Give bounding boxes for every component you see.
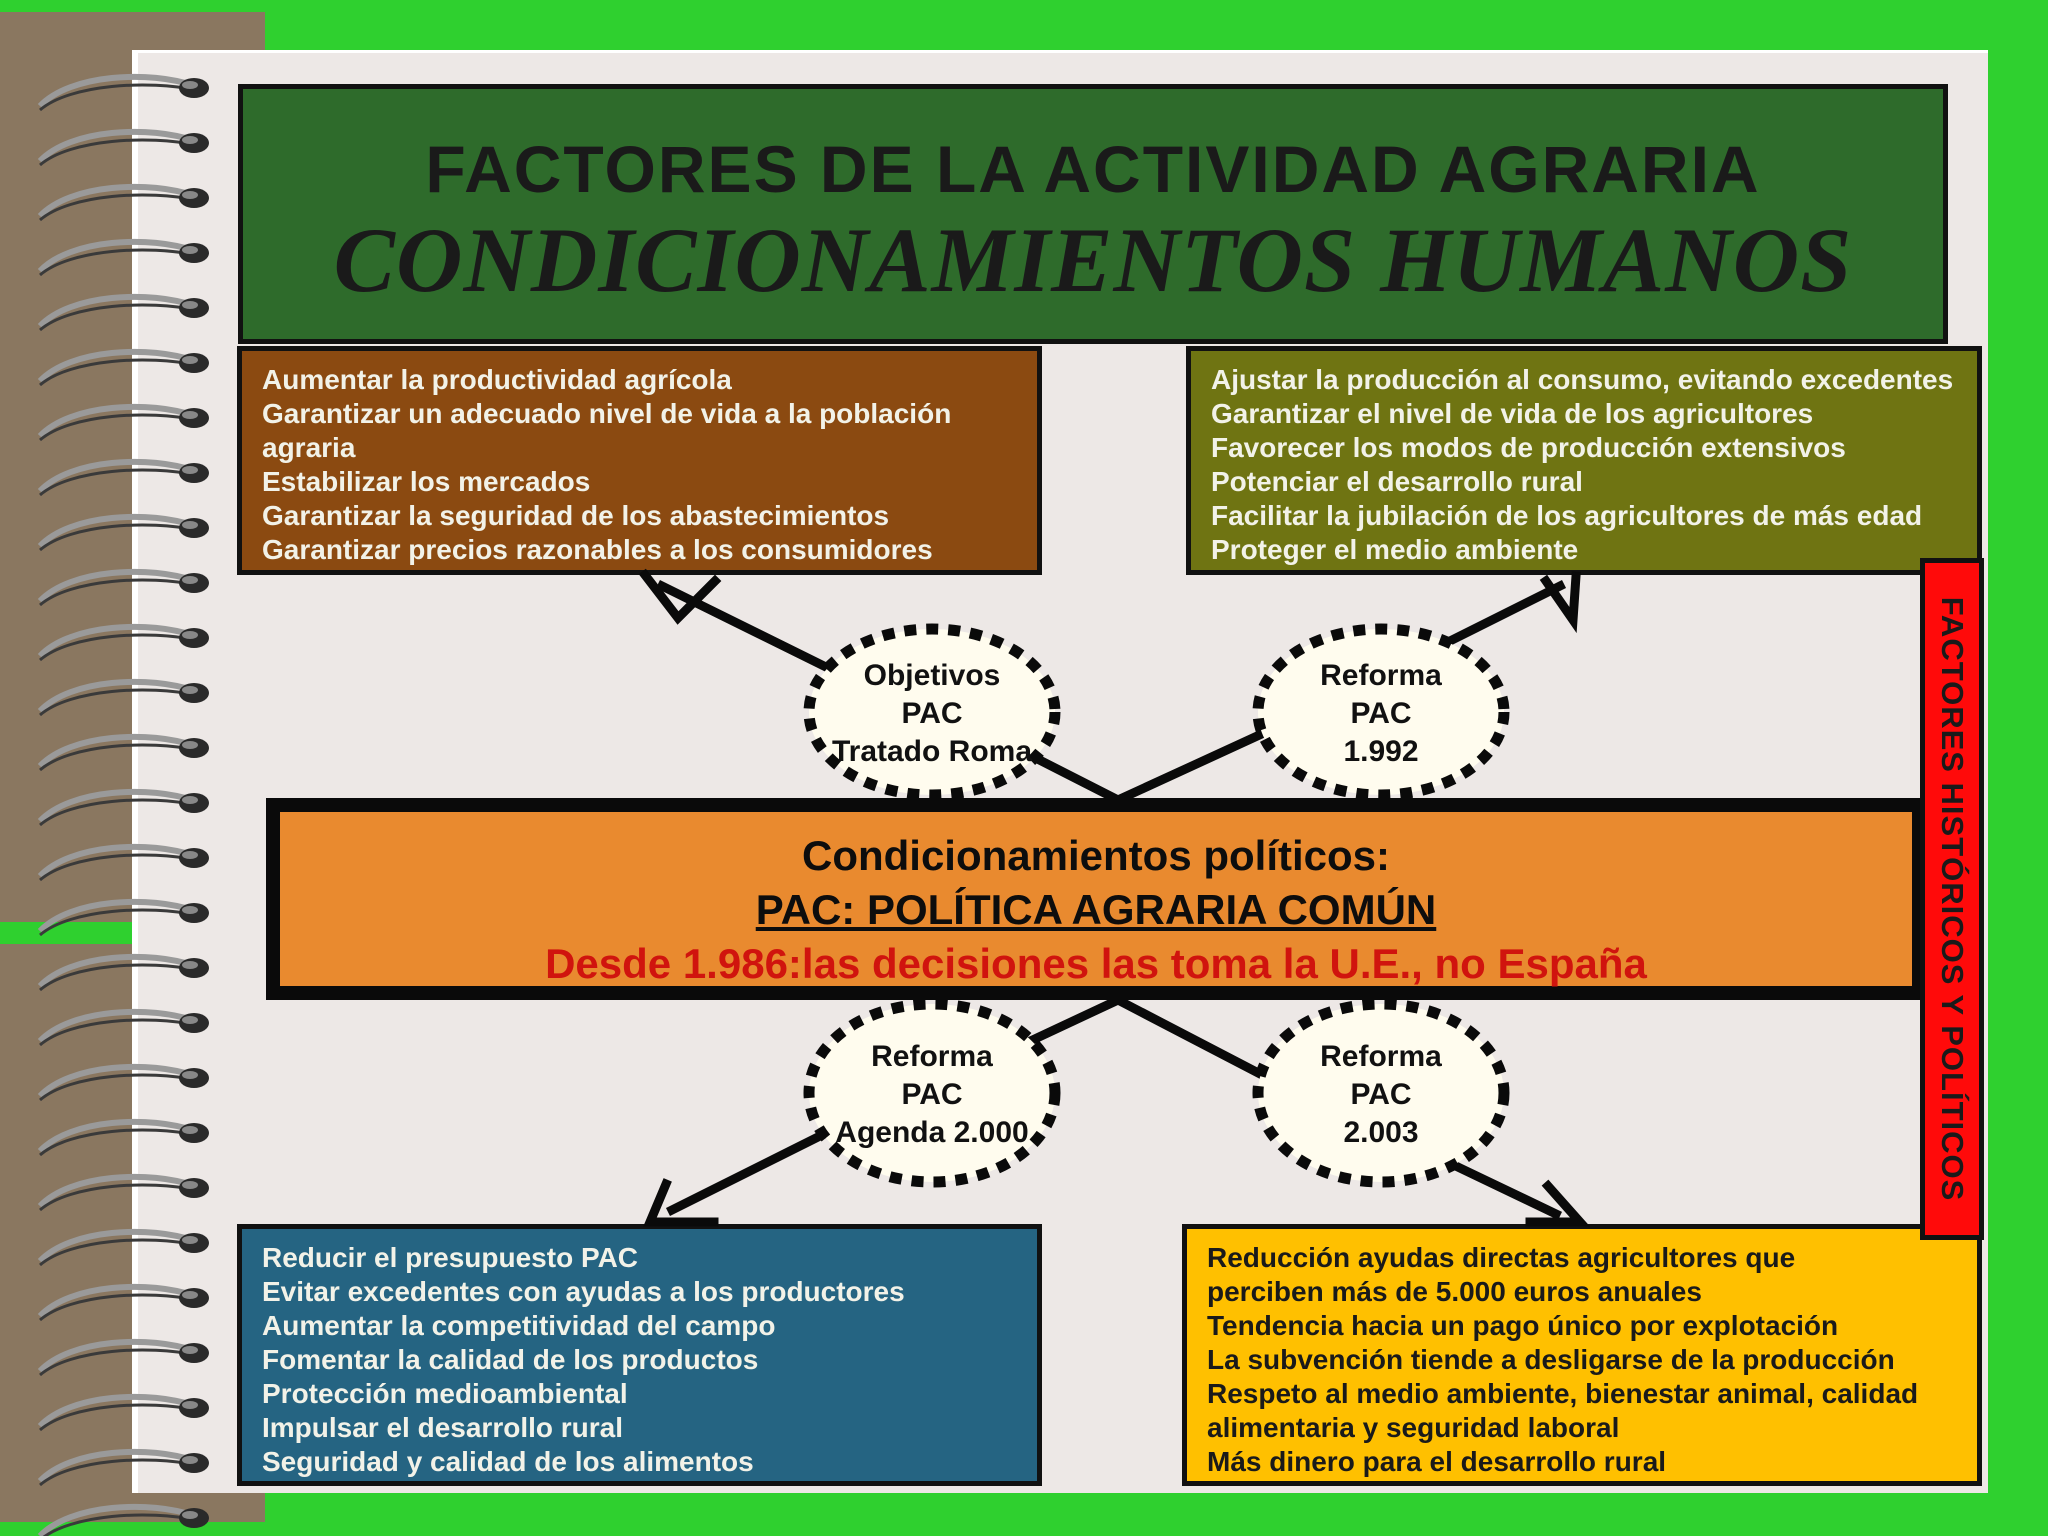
reforma-2003-item: Más dinero para el desarrollo rural <box>1207 1446 1667 1477</box>
objetivo-item: Garantizar un adecuado nivel de vida a l… <box>262 398 952 429</box>
reforma-2003-item: Tendencia hacia un pago único por explot… <box>1207 1310 1839 1341</box>
spiral-ring <box>37 513 209 552</box>
spiral-ring <box>37 953 209 992</box>
spiral-ring <box>37 238 209 277</box>
spiral-ring <box>37 73 209 112</box>
reforma-2003-item: Reducción ayudas directas agricultores q… <box>1207 1242 1796 1273</box>
agenda-2000-item: Aumentar la competitividad del campo <box>262 1310 776 1341</box>
node-line: Agenda 2.000 <box>835 1116 1029 1149</box>
reforma-1992-item: Potenciar el desarrollo rural <box>1211 466 1583 497</box>
node-objetivos-pac: Objetivos PAC Tratado Roma <box>810 657 1054 771</box>
spiral-ring <box>37 1393 209 1432</box>
objetivo-item: Estabilizar los mercados <box>262 466 591 497</box>
side-label-box: FACTORES HISTÓRICOS Y POLÍTICOS <box>1920 558 1984 1240</box>
reforma-1992-item: Favorecer los modos de producción extens… <box>1211 432 1846 463</box>
agenda-2000-item: Seguridad y calidad de los alimentos <box>262 1446 754 1477</box>
node-line: Reforma <box>1320 1040 1442 1073</box>
reforma-1992-box: Ajustar la producción al consumo, evitan… <box>1186 346 1982 575</box>
node-line: PAC <box>1350 697 1412 730</box>
node-line: Reforma <box>1320 659 1442 692</box>
reforma-1992-item: Ajustar la producción al consumo, evitan… <box>1211 364 1954 395</box>
spiral-ring <box>37 1118 209 1157</box>
central-heading: Condicionamientos políticos: <box>801 832 1391 879</box>
agenda-2000-item: Fomentar la calidad de los productos <box>262 1344 759 1375</box>
agenda-2000-item: Reducir el presupuesto PAC <box>262 1242 639 1273</box>
spiral-ring <box>37 183 209 222</box>
spiral-ring <box>37 898 209 937</box>
reforma-2003-item: perciben más de 5.000 euros anuales <box>1207 1276 1702 1307</box>
spiral-ring <box>37 1448 209 1487</box>
reforma-2003-item: alimentaria y seguridad laboral <box>1207 1412 1620 1443</box>
spiral-binding <box>37 73 209 1536</box>
spiral-ring <box>37 293 209 332</box>
objetivo-item: agraria <box>262 432 356 463</box>
reforma-1992-item: Proteger el medio ambiente <box>1211 534 1579 565</box>
node-line: 2.003 <box>1343 1116 1419 1149</box>
agenda-2000-item: Impulsar el desarrollo rural <box>262 1412 624 1443</box>
node-line: PAC <box>901 697 963 730</box>
spiral-ring <box>37 1008 209 1047</box>
spiral-ring <box>37 128 209 167</box>
reforma-2003-box: Reducción ayudas directas agricultores q… <box>1182 1224 1982 1486</box>
node-reforma-2003: Reforma PAC 2.003 <box>1259 1038 1503 1152</box>
objetivo-item: Garantizar la seguridad de los abastecim… <box>262 500 890 531</box>
node-line: 1.992 <box>1343 735 1419 768</box>
central-note: Desde 1.986:las decisiones las toma la U… <box>545 940 1647 987</box>
spiral-ring <box>37 733 209 772</box>
spiral-ring <box>37 788 209 827</box>
spiral-ring <box>37 1063 209 1102</box>
spiral-ring <box>37 1283 209 1322</box>
objetivo-item: Garantizar precios razonables a los cons… <box>262 534 933 565</box>
reforma-1992-item: Facilitar la jubilación de los agriculto… <box>1211 500 1923 531</box>
spiral-ring <box>37 568 209 607</box>
node-line: Tratado Roma <box>831 735 1033 768</box>
central-box-pac: Condicionamientos políticos: PAC: POLÍTI… <box>266 798 1926 1000</box>
agenda-2000-item: Protección medioambiental <box>262 1378 628 1409</box>
spiral-ring <box>37 1173 209 1212</box>
reforma-2003-item: La subvención tiende a desligarse de la … <box>1207 1344 1895 1375</box>
spiral-ring <box>37 1503 209 1536</box>
node-reforma-agenda-2000: Reforma PAC Agenda 2.000 <box>810 1038 1054 1152</box>
spiral-ring <box>37 1228 209 1267</box>
objetivo-item: Aumentar la productividad agrícola <box>262 364 732 395</box>
node-reforma-1992: Reforma PAC 1.992 <box>1259 657 1503 771</box>
spiral-ring <box>37 348 209 387</box>
spiral-ring <box>37 623 209 662</box>
node-line: PAC <box>1350 1078 1412 1111</box>
agenda-2000-item: Evitar excedentes con ayudas a los produ… <box>262 1276 905 1307</box>
spiral-ring <box>37 1338 209 1377</box>
subtitle: CONDICIONAMIENTOS HUMANOS <box>333 209 1853 311</box>
node-line: Objetivos <box>863 659 1001 692</box>
spiral-ring <box>37 403 209 442</box>
node-line: Reforma <box>871 1040 993 1073</box>
reforma-1992-item: Garantizar el nivel de vida de los agric… <box>1211 398 1814 429</box>
central-pac-title: PAC: POLÍTICA AGRARIA COMÚN <box>755 886 1437 933</box>
main-title: FACTORES DE LA ACTIVIDAD AGRARIA <box>425 132 1761 206</box>
spiral-ring <box>37 678 209 717</box>
node-line: PAC <box>901 1078 963 1111</box>
cork-divider <box>0 922 140 944</box>
side-label: FACTORES HISTÓRICOS Y POLÍTICOS <box>1935 596 1970 1202</box>
spiral-ring <box>37 458 209 497</box>
spiral-ring <box>37 843 209 882</box>
title-banner: FACTORES DE LA ACTIVIDAD AGRARIA CONDICI… <box>238 84 1948 344</box>
reforma-2003-item: Respeto al medio ambiente, bienestar ani… <box>1207 1378 1919 1409</box>
